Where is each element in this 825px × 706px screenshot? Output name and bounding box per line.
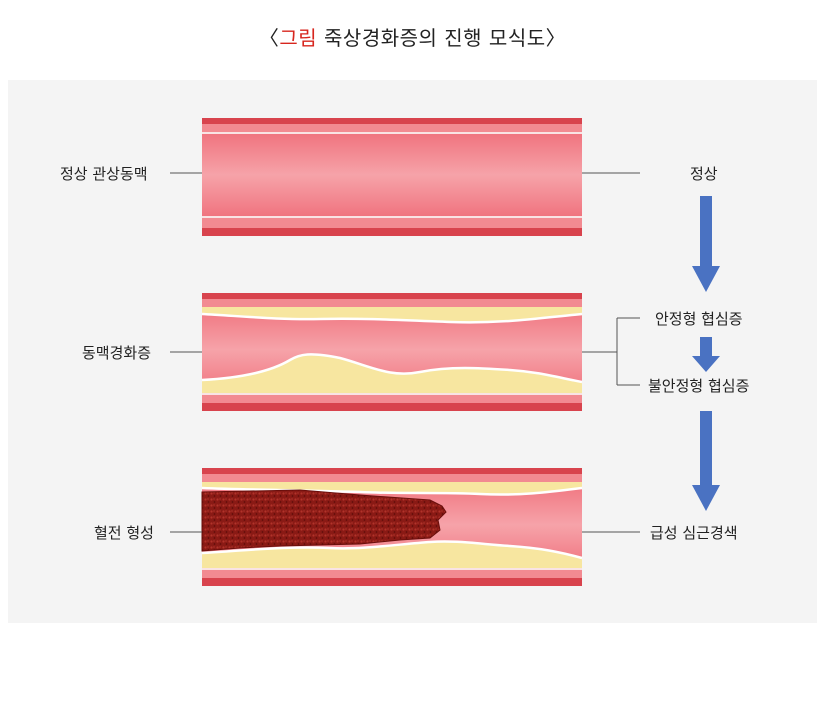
plaque-top-2 [202,482,582,495]
title-bracket-close: 〉 [545,26,567,50]
thrombus-clot [201,489,447,552]
label-acute-mi: 급성 심근경색 [650,524,738,542]
arrow-down-1 [692,196,720,292]
label-stable-angina: 안정형 협심증 [655,310,743,328]
arrow-down-2 [692,337,720,372]
title-highlight: 그림 [279,26,318,50]
vessel-thrombus [201,468,583,586]
label-atherosclerosis: 동맥경화증 [82,344,152,362]
title-text: 죽상경화증의 진행 모식도 [324,26,546,50]
vessel-normal [202,118,582,236]
label-normal: 정상 [690,165,718,183]
arrow-down-3 [692,411,720,511]
progression-arrows [692,196,720,511]
label-normal-artery: 정상 관상동맥 [60,165,148,183]
label-thrombus-formation: 혈전 형성 [94,524,154,542]
connector-lines [170,172,640,533]
title-bracket-open: 〈 [258,26,280,50]
vessel-atherosclerosis [201,293,583,411]
page-title: 〈그림 죽상경화증의 진행 모식도〉 [0,22,825,51]
label-unstable-angina: 불안정형 협심증 [648,377,750,395]
